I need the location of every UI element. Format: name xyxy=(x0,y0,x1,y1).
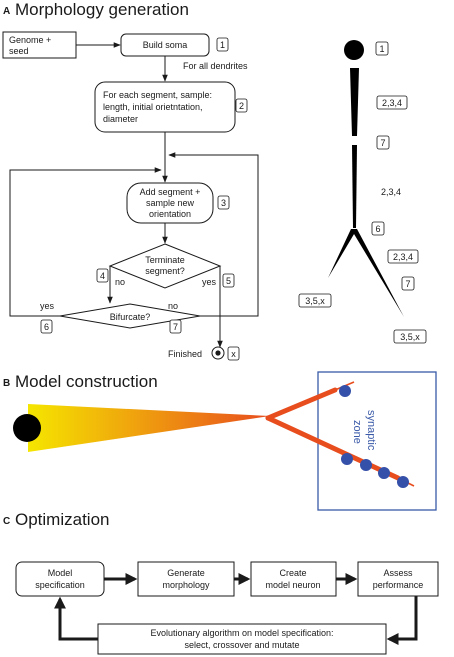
add-line3: orientation xyxy=(149,209,191,219)
evolutionary-algorithm-box xyxy=(97,623,387,655)
bifurcate-yes-label: yes xyxy=(40,301,55,311)
step-tag-6 xyxy=(40,319,53,334)
genome-seed-box xyxy=(2,31,77,59)
tree-tag-35x-left-label: 3,5,x xyxy=(305,296,325,306)
tree-tag-234a xyxy=(376,95,408,110)
step-tag-2 xyxy=(235,98,248,113)
tree-branch-left xyxy=(328,229,357,278)
generate-line2: morphology xyxy=(162,580,210,590)
model-soma xyxy=(13,414,41,442)
tree-segment-2 xyxy=(352,145,357,228)
panel-b-title: Model construction xyxy=(15,372,158,391)
tree-tag-7b-label: 7 xyxy=(405,279,410,289)
panel-a-title: Morphology generation xyxy=(15,0,189,19)
terminate-decision xyxy=(108,243,222,289)
tree-tag-234a-label: 2,3,4 xyxy=(382,98,402,108)
step-tag-5-label: 5 xyxy=(226,276,231,286)
end-node-dot xyxy=(215,350,221,356)
add-segment-box xyxy=(126,182,214,224)
assess-performance-box xyxy=(357,561,439,597)
terminate-no-label: no xyxy=(115,277,125,287)
evo-line1: Evolutionary algorithm on model specific… xyxy=(150,628,333,638)
assess-line1: Assess xyxy=(383,568,413,578)
tree-branch-right xyxy=(351,229,404,317)
generate-line1: Generate xyxy=(167,568,205,578)
step-tag-3-label: 3 xyxy=(221,198,226,208)
tree-tag-1-label: 1 xyxy=(379,44,384,54)
step-tag-x-label: x xyxy=(231,349,236,359)
tree-tag-234c xyxy=(387,249,419,264)
tree-tag-234c-label: 2,3,4 xyxy=(393,252,413,262)
for-all-dendrites-label: For all dendrites xyxy=(183,61,248,71)
terminate-line2: segment? xyxy=(145,266,185,276)
tree-tag-35x-right xyxy=(393,329,427,344)
sample-line3: diameter xyxy=(103,114,138,124)
no-loop-arrow xyxy=(168,152,259,317)
bifurcate-no-label: no xyxy=(168,301,178,311)
step-tag-1-label: 1 xyxy=(220,40,225,50)
create-line1: Create xyxy=(279,568,306,578)
create-line2: model neuron xyxy=(265,580,320,590)
sample-line2: length, initial orietntation, xyxy=(103,102,203,112)
step-tag-7-label: 7 xyxy=(173,322,178,332)
add-line1: Add segment + xyxy=(140,187,201,197)
tree-tag-7a-label: 7 xyxy=(380,138,385,148)
step-tag-6-label: 6 xyxy=(44,322,49,332)
synapse-1 xyxy=(339,385,351,397)
model-spec-line1: Model xyxy=(48,568,73,578)
terminate-line1: Terminate xyxy=(145,255,185,265)
tree-tag-35x-right-label: 3,5,x xyxy=(400,332,420,342)
lower-branch xyxy=(265,415,401,481)
panel-c-title: Optimization xyxy=(15,510,109,529)
step-tag-7 xyxy=(169,319,182,334)
step-tag-4 xyxy=(96,268,109,283)
bifurcate-label: Bifurcate? xyxy=(110,312,151,322)
step-tag-3 xyxy=(217,195,230,210)
panel-c-letter: C xyxy=(3,516,10,527)
tree-tag-1 xyxy=(375,41,389,56)
tree-tag-7b xyxy=(401,276,415,291)
evo-to-spec-arrow xyxy=(54,596,98,641)
sample-line1: For each segment, sample: xyxy=(103,90,212,100)
step-tag-1 xyxy=(216,37,229,52)
finished-label: Finished xyxy=(168,349,202,359)
step-tag-5 xyxy=(222,273,235,288)
generate-morphology-box xyxy=(137,561,235,597)
genome-label: Genome + xyxy=(9,35,51,45)
terminate-yes-label: yes xyxy=(202,277,217,287)
assess-line2: performance xyxy=(373,580,424,590)
yes-loop-arrow xyxy=(9,167,162,317)
synaptic-zone-line2: zone xyxy=(351,420,363,444)
panel-b-letter: B xyxy=(3,378,10,389)
bifurcate-decision xyxy=(59,303,201,329)
upper-branch xyxy=(265,387,338,421)
axon-trunk xyxy=(28,404,270,452)
step-tag-4-label: 4 xyxy=(100,271,105,281)
panel-a-letter: A xyxy=(3,6,10,17)
tree-tag-234b: 2,3,4 xyxy=(381,187,401,197)
synapse-3 xyxy=(360,459,372,471)
synapse-4 xyxy=(378,467,390,479)
tree-tag-7a xyxy=(376,135,390,150)
synapse-2 xyxy=(341,453,353,465)
tree-tag-6-label: 6 xyxy=(375,224,380,234)
tree-tag-6 xyxy=(371,221,385,236)
evo-line2: select, crossover and mutate xyxy=(184,640,299,650)
tree-segment-1 xyxy=(350,68,359,136)
synaptic-zone-line1: synaptic xyxy=(365,410,377,451)
tree-soma xyxy=(344,40,364,60)
create-model-box xyxy=(250,561,337,597)
step-tag-x xyxy=(227,346,240,361)
model-spec-line2: specification xyxy=(35,580,85,590)
tree-tag-35x-left xyxy=(298,293,332,308)
step-tag-2-label: 2 xyxy=(239,101,244,111)
assess-to-evo-arrow xyxy=(386,596,418,645)
seed-label: seed xyxy=(9,46,29,56)
add-line2: sample new xyxy=(146,198,195,208)
build-soma-label: Build soma xyxy=(143,40,188,50)
synapse-5 xyxy=(397,476,409,488)
